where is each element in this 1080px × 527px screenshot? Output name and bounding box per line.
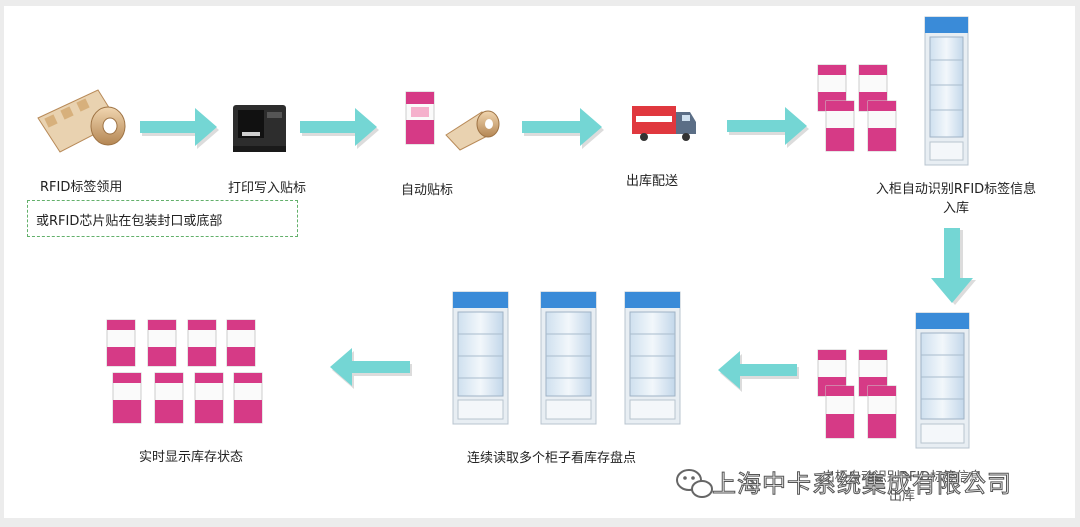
arrow-right-2	[300, 108, 379, 149]
step6-label-line2: 出库	[888, 489, 915, 504]
labeled-box-icon	[405, 91, 435, 145]
box-grid-icon	[106, 319, 263, 424]
box-stack-icon	[817, 64, 897, 152]
wechat-icon	[676, 469, 713, 498]
note-box: 或RFID芯片贴在包装封口或底部	[27, 200, 298, 237]
fridge-icon-3	[452, 291, 509, 425]
watermark: 上海中卡系统集成有限公司	[712, 464, 1012, 498]
step3-label: 自动贴标	[401, 183, 454, 198]
step8-label: 实时显示库存状态	[139, 450, 244, 465]
arrow-left-2	[330, 348, 412, 389]
step7-label: 连续读取多个柜子看库存盘点	[467, 451, 637, 466]
arrow-left-1	[718, 351, 799, 392]
step5-label-line1: 入柜自动识别RFID标签信息	[875, 182, 1037, 197]
step5-label: 入柜自动识别RFID标签信息 入库	[866, 178, 1046, 216]
step5-label-line2: 入库	[942, 201, 969, 216]
step6-label-line1: 出柜自动识别RFID标签信息	[821, 470, 983, 485]
arrow-right-4	[727, 107, 809, 148]
note-text: 或RFID芯片贴在包装封口或底部	[36, 214, 223, 229]
arrow-right-3	[522, 108, 604, 149]
fridge-icon-5	[624, 291, 681, 425]
arrow-down	[931, 228, 976, 305]
label-roll-icon	[37, 89, 126, 153]
label-roll-small-icon	[445, 110, 500, 151]
fridge-icon-4	[540, 291, 597, 425]
step6-label: 出柜自动识别RFID标签信息 出库	[812, 466, 992, 504]
printer-icon	[233, 105, 286, 152]
step1-label: RFID标签领用	[40, 180, 123, 195]
fridge-icon	[924, 16, 969, 166]
step2-label: 打印写入贴标	[228, 181, 307, 196]
step4-label: 出库配送	[626, 174, 679, 189]
fridge-icon-2	[915, 312, 970, 449]
watermark-text: 上海中卡系统集成有限公司	[712, 469, 1012, 498]
box-stack-icon-2	[817, 349, 897, 439]
truck-icon	[632, 106, 696, 141]
arrow-right-1	[140, 108, 219, 149]
